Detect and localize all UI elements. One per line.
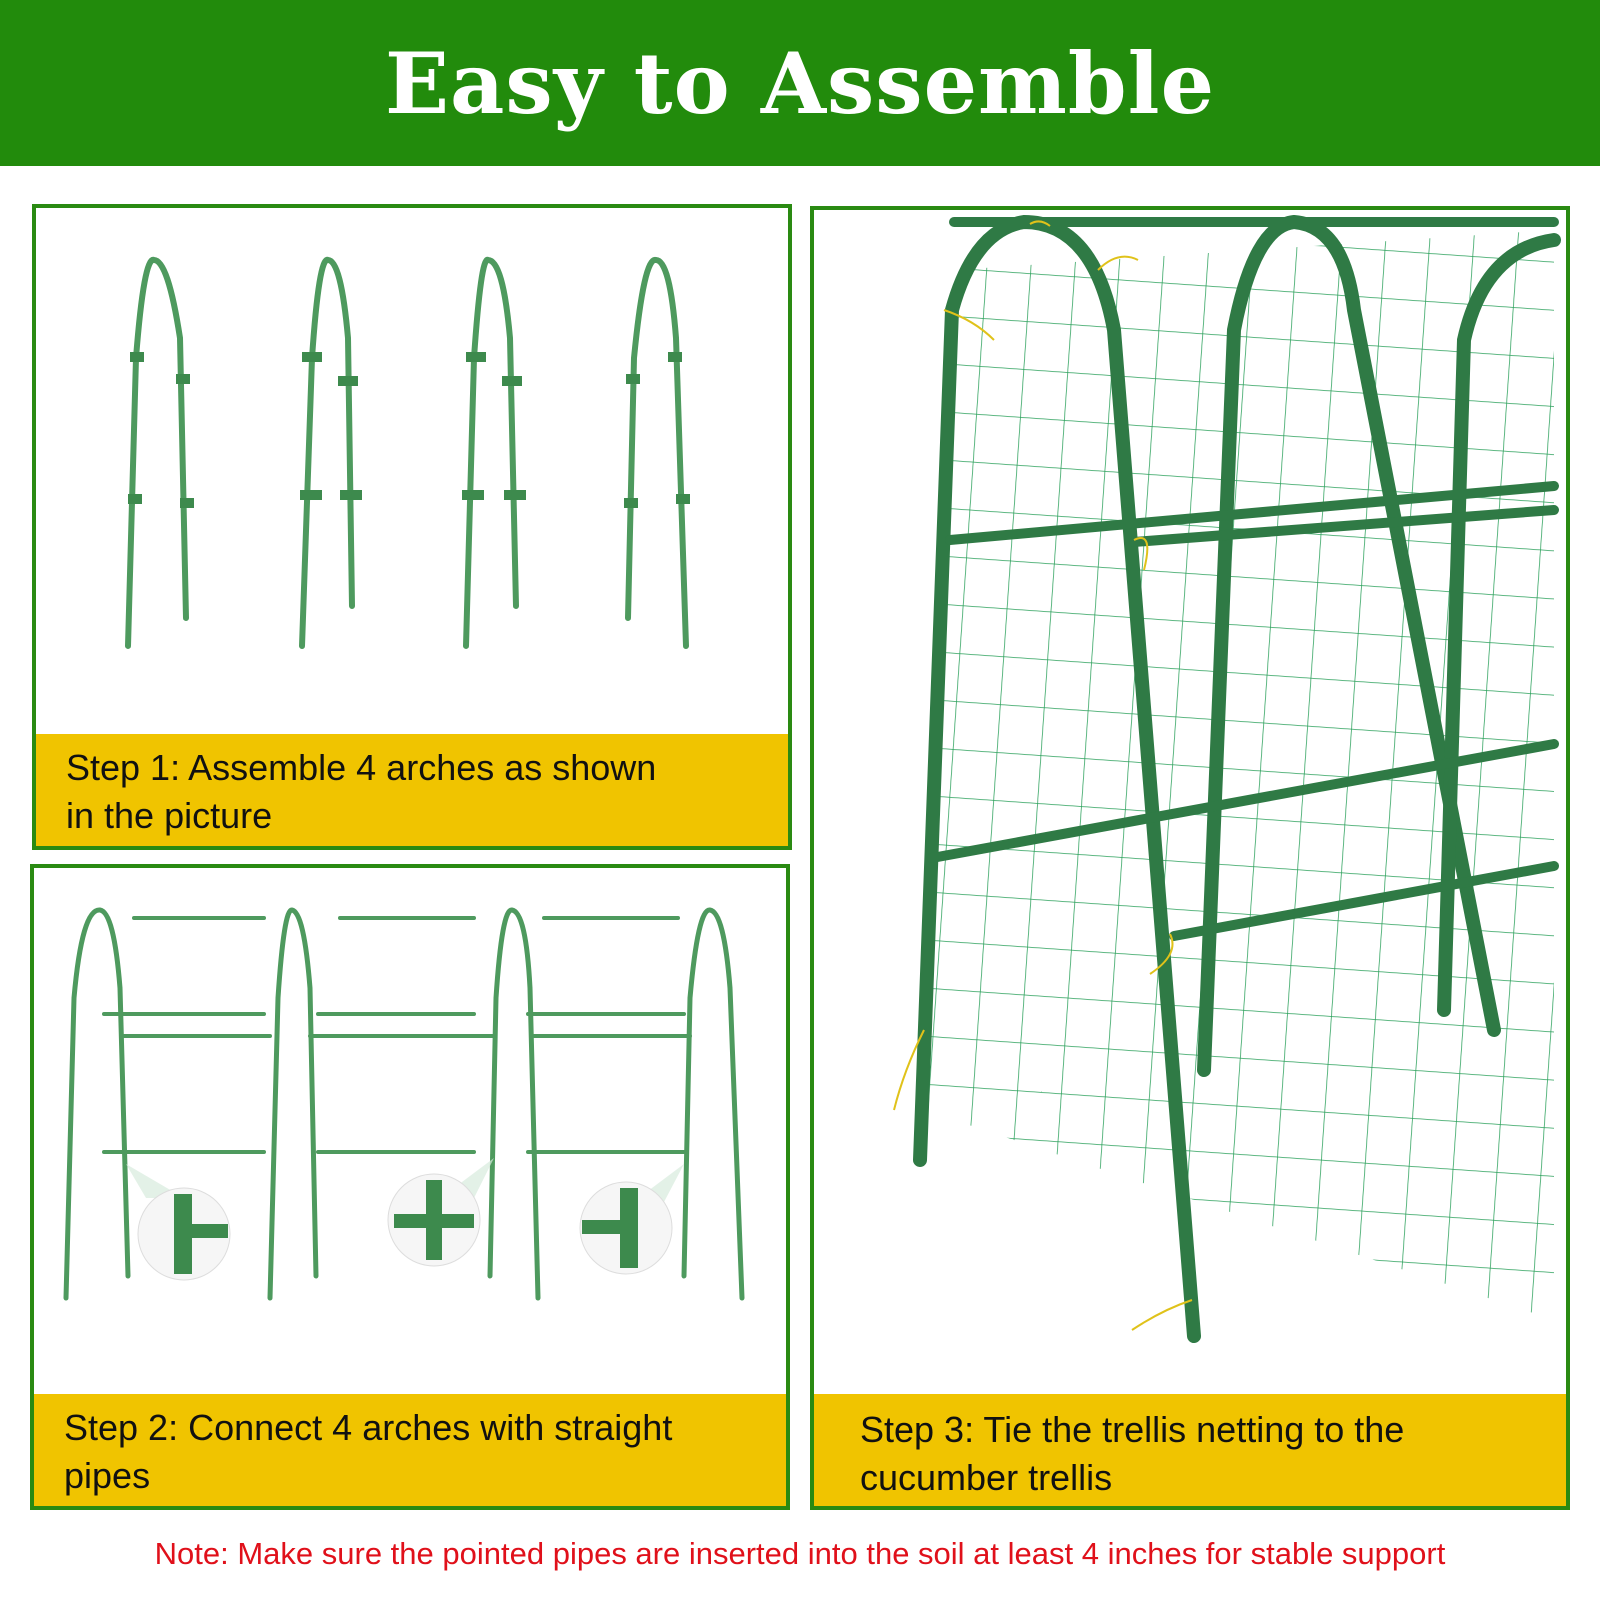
connector-joint-icon <box>126 1158 684 1281</box>
page-title: Easy to Assemble <box>384 33 1216 133</box>
step-1-line-2: in the picture <box>66 795 273 836</box>
installation-note: Note: Make sure the pointed pipes are in… <box>154 1536 1446 1571</box>
header-banner: Easy to Assemble <box>0 0 1600 166</box>
step-2-panel: Step 2: Connect 4 arches with straight p… <box>30 864 790 1510</box>
step-3-line-1: Step 3: Tie the trellis netting to the <box>860 1409 1405 1450</box>
connected-arches-icon <box>63 907 745 1301</box>
step-3-line-2: cucumber trellis <box>860 1457 1113 1498</box>
step-2-line-2: pipes <box>64 1455 151 1496</box>
trellis-frame-icon <box>893 214 1561 1343</box>
arch-pipe-icon <box>125 257 690 649</box>
step-3-caption: Step 3: Tie the trellis netting to the c… <box>814 1394 1566 1506</box>
step-2-line-1: Step 2: Connect 4 arches with straight <box>64 1407 673 1448</box>
step-1-panel: Step 1: Assemble 4 arches as shown in th… <box>32 204 792 850</box>
step-1-caption: Step 1: Assemble 4 arches as shown in th… <box>36 734 788 846</box>
step-3-panel: Step 3: Tie the trellis netting to the c… <box>810 206 1570 1510</box>
step-1-line-1: Step 1: Assemble 4 arches as shown <box>66 747 657 788</box>
step-2-caption: Step 2: Connect 4 arches with straight p… <box>34 1394 786 1506</box>
